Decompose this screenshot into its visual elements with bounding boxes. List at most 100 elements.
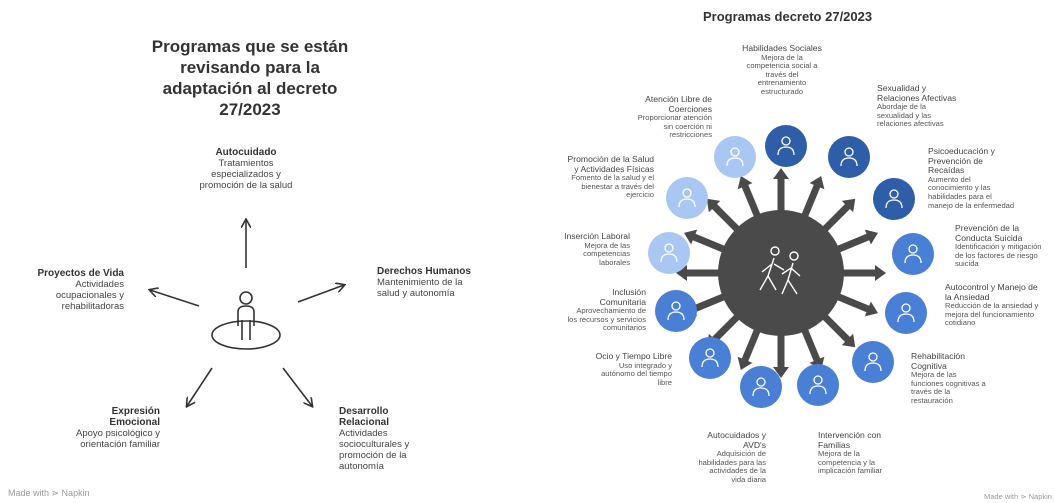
handshake-icon — [648, 232, 690, 274]
node-inclusion-desc: Aprovechamiento de los recursos y servic… — [567, 306, 647, 333]
spoke-arrowhead — [737, 356, 753, 371]
spoke-arrowhead — [864, 229, 879, 245]
toothbrush-icon — [740, 366, 782, 408]
node-habilidades-title: Habilidades Sociales — [742, 43, 822, 53]
node-habilidades-desc: Mejora de la competencia social a través… — [746, 52, 818, 96]
group-icon — [765, 125, 807, 167]
node-sexualidad-title: Sexualidad y Relaciones Afectivas — [877, 83, 957, 103]
node-derechos: Derechos Humanos Mantenimiento de la sal… — [377, 266, 477, 299]
node-circle-autocontrol — [885, 292, 927, 334]
node-ocio: Ocio y Tiempo Libre Uso integrado y autó… — [594, 351, 672, 387]
node-ocio-desc: Uso integrado y autónomo del tiempo libr… — [601, 360, 672, 387]
node-circle-sexualidad — [828, 136, 870, 178]
spoke — [800, 327, 821, 364]
node-inclusion: Inclusión Comunitaria Aprovechamiento de… — [566, 287, 647, 333]
node-proyectos-desc: Actividades ocupacionales y rehabilitado… — [55, 279, 124, 312]
node-circle-prevencion — [892, 233, 934, 275]
node-atencion-title: Atención Libre de Coerciones — [645, 94, 712, 114]
node-avd-title: Autocuidados y AVD's — [707, 430, 766, 450]
node-autocontrol-title: Autocontrol y Manejo de la Ansiedad — [945, 282, 1038, 302]
node-autocuidado-title: Autocuidado — [215, 147, 277, 158]
node-expresion: Expresión Emocional Apoyo psicológico y … — [60, 406, 160, 450]
node-autocontrol-desc: Reducción de la ansiedad y mejora del fu… — [945, 301, 1039, 328]
node-sexualidad-desc: Abordaje de la sexualidad y las relacion… — [877, 102, 944, 129]
node-insercion-desc: Mejora de las competencias laborales — [583, 240, 630, 267]
node-circle-avd — [740, 366, 782, 408]
center-hub — [718, 210, 844, 336]
spoke — [690, 233, 727, 254]
community-icon — [655, 290, 697, 332]
node-proyectos-title: Proyectos de Vida — [37, 268, 124, 279]
spoke-arrowhead — [773, 367, 789, 378]
shield-icon — [892, 233, 934, 275]
right-footer: Made with ⋗ Napkin — [984, 492, 1052, 501]
spoke — [835, 233, 872, 254]
left-footer: Made with ⋗ Napkin — [8, 488, 90, 498]
meditation-icon — [885, 292, 927, 334]
node-psicoeducacion-title: Psicoeducación y Prevención de Recaídas — [928, 146, 995, 176]
node-ocio-title: Ocio y Tiempo Libre — [595, 351, 672, 361]
node-rehabilitacion-desc: Mejora de las funciones cognitivas a tra… — [911, 370, 986, 405]
node-intervencion: Intervención con Familias Mejora de la c… — [818, 430, 898, 476]
node-prevencion: Prevención de la Conducta Suicida Identi… — [955, 223, 1049, 269]
spoke — [741, 327, 762, 364]
node-atencion: Atención Libre de Coerciones Proporciona… — [630, 94, 712, 140]
node-insercion-title: Inserción Laboral — [564, 231, 630, 241]
two-people-walking-icon — [759, 246, 801, 295]
node-insercion: Inserción Laboral Mejora de las competen… — [558, 231, 630, 267]
couple-icon — [828, 136, 870, 178]
arrow-down-left — [187, 367, 213, 406]
arrow-left — [150, 290, 200, 307]
node-intervencion-title: Intervención con Familias — [818, 430, 882, 450]
node-intervencion-desc: Mejora de la competencia y la implicació… — [818, 449, 883, 476]
spoke-arrowhead — [875, 265, 886, 281]
node-prevencion-desc: Identificación y mitigación de los facto… — [955, 242, 1042, 269]
node-promocion-title: Promoción de la Salud y Actividades Físi… — [567, 154, 654, 174]
node-atencion-desc: Proporcionar atención sin coerción ni re… — [637, 113, 712, 140]
node-autocontrol: Autocontrol y Manejo de la Ansiedad Redu… — [945, 282, 1041, 328]
node-expresion-title: Expresión Emocional — [109, 406, 160, 428]
node-circle-intervencion — [797, 364, 839, 406]
person-in-circle-icon — [211, 291, 281, 350]
node-circle-ocio — [689, 337, 731, 379]
spoke-arrowhead — [841, 333, 856, 348]
node-autocuidado-desc: Tratamientos especializados y promoción … — [199, 158, 293, 191]
spoke-arrowhead — [773, 168, 789, 179]
node-psicoeducacion: Psicoeducación y Prevención de Recaídas … — [928, 146, 1016, 210]
node-promocion: Promoción de la Salud y Actividades Físi… — [566, 154, 654, 200]
head-hand-icon — [873, 178, 915, 220]
node-circle-atencion — [714, 136, 756, 178]
spoke-arrowhead — [737, 175, 753, 190]
node-prevencion-title: Prevención de la Conducta Suicida — [955, 223, 1023, 243]
node-rehabilitacion: Rehabilitación Cognitiva Mejora de las f… — [911, 351, 991, 406]
left-arrows — [150, 220, 344, 406]
right-diagram-title: Programas decreto 27/2023 — [703, 9, 873, 24]
spoke — [741, 182, 762, 219]
spoke — [710, 202, 742, 234]
spoke — [710, 312, 742, 344]
node-derechos-title: Derechos Humanos — [377, 266, 471, 277]
family-icon — [797, 364, 839, 406]
node-circle-promocion — [666, 177, 708, 219]
node-circle-psicoeducacion — [873, 178, 915, 220]
spoke-arrowhead — [841, 198, 856, 213]
node-autocuidado: Autocuidado Tratamientos especializados … — [188, 147, 304, 191]
node-habilidades: Habilidades Sociales Mejora de la compet… — [742, 43, 822, 97]
spoke — [800, 182, 821, 219]
spoke — [835, 292, 872, 313]
node-circle-rehabilitacion — [852, 341, 894, 383]
node-desarrollo-desc: Actividades socioculturales y promoción … — [339, 428, 410, 472]
node-avd: Autocuidados y AVD's Adquisición de habi… — [694, 430, 766, 485]
node-circle-inclusion — [655, 290, 697, 332]
node-avd-desc: Adquisición de habilidades para las acti… — [698, 449, 766, 484]
node-derechos-desc: Mantenimiento de la salud y autonomía — [377, 277, 463, 299]
node-desarrollo-title: Desarrollo Relacional — [339, 406, 390, 428]
node-inclusion-title: Inclusión Comunitaria — [599, 287, 646, 307]
runner-icon — [666, 177, 708, 219]
spoke — [690, 292, 727, 313]
spoke-arrowhead — [809, 175, 825, 190]
person-icon — [714, 136, 756, 178]
node-desarrollo: Desarrollo Relacional Actividades socioc… — [339, 406, 429, 472]
right-spokes — [676, 168, 886, 378]
